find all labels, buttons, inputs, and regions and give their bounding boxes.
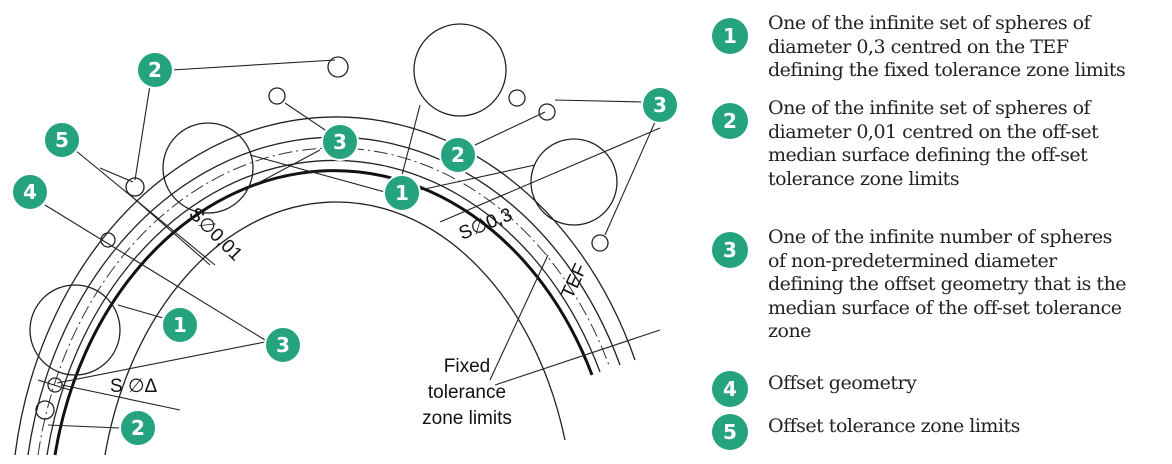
outer-fixed-limit [14,116,636,456]
callout-3: 3 [641,86,679,124]
legend-badge: 1 [712,18,748,54]
svg-text:4: 4 [23,180,37,204]
fixed-label-line1: Fixed [444,356,490,377]
fixed-label-line2: tolerance [428,382,506,403]
spheres [29,23,618,420]
callout-5: 5 [43,121,81,159]
callout-2: 2 [119,409,157,447]
legend-text: Offset geometry [768,372,917,394]
inner-fixed-limit [104,201,566,456]
legend-item-2: 2 One of the infinite set of spheres of … [712,97,1099,191]
tef-line [53,169,594,456]
svg-text:1: 1 [395,181,409,205]
svg-text:5: 5 [55,128,69,152]
callout-1: 1 [161,306,199,344]
legend-text: Offset tolerance zone limits [768,415,1020,437]
svg-text:3: 3 [333,130,347,154]
legend-item-4: 4 Offset geometry [712,365,917,407]
callout-2: 2 [136,51,174,89]
callout-4: 4 [11,173,49,211]
offset-limit-inner [46,159,601,456]
legend-item-1: 1 One of the infinite set of spheres of … [712,12,1126,83]
legend-text: One of the infinite set of spheres of di… [768,97,1099,190]
legend-badge: 2 [712,103,748,139]
offset-median [37,147,611,456]
callout-3: 3 [264,326,302,364]
svg-text:2: 2 [451,143,465,167]
offset-limit-outer [27,136,621,456]
legend-badge: 4 [712,371,748,407]
legend-badge: 5 [712,414,748,450]
leader-lines [37,59,661,429]
arc-bands [14,116,636,456]
callout-2: 2 [439,136,477,174]
legend-item-3: 3 One of the infinite number of spheres … [712,226,1127,344]
fixed-label-line3: zone limits [422,408,512,429]
legend-text: One of the infinite number of spheres of… [768,226,1127,342]
dimension-tef: TEF [557,261,591,302]
legend-text: One of the infinite set of spheres of di… [768,12,1126,81]
legend-item-5: 5 Offset tolerance zone limits [712,408,1020,450]
svg-text:2: 2 [131,416,145,440]
dimension-s-delta: S ∅Δ [110,376,158,397]
svg-text:2: 2 [148,58,162,82]
svg-text:3: 3 [653,93,667,117]
callout-1: 1 [383,174,421,212]
legend-badge: 3 [712,232,748,268]
svg-text:3: 3 [276,333,290,357]
svg-text:1: 1 [173,313,187,337]
callout-3: 3 [321,123,359,161]
